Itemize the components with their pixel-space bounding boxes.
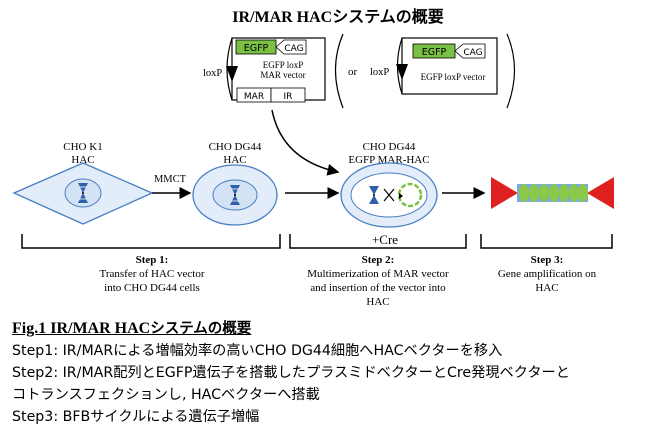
- step-3-line2: HAC: [535, 282, 558, 294]
- cre-label: +Cre: [372, 232, 398, 247]
- vector-2-name: EGFP loxP vector: [421, 72, 486, 82]
- vector-1-plasmid: EGFP CAG loxP EGFP loxP MAR vector MAR I…: [203, 37, 326, 103]
- mmct-label: MMCT: [154, 174, 187, 185]
- vector-1-name-line2: MAR vector: [260, 70, 305, 80]
- step-3-bracket: [480, 234, 613, 249]
- step-2-line1: Multimerization of MAR vector: [307, 268, 449, 280]
- step-3-line1: Gene amplification on: [498, 268, 597, 280]
- step-2-line2: and insertion of the vector into: [310, 282, 446, 294]
- hac-chromosome-icon-2: [230, 185, 240, 205]
- plasmid-circle-icon: [397, 182, 423, 208]
- cag-label: CAG: [284, 44, 303, 54]
- recombination-cross-icon: [383, 188, 395, 202]
- caption-line-step2-cont: コトランスフェクションし, HACベクターへ搭載: [12, 387, 320, 403]
- ir-label: IR: [284, 92, 293, 102]
- step-1-title: Step 1:: [136, 254, 169, 266]
- cho-k1-cell: [12, 162, 154, 225]
- diagram-title: IR/MAR HACシステムの概要: [232, 7, 444, 26]
- transfection-arrow: [271, 109, 340, 176]
- cho-k1-label-line1: CHO K1: [63, 141, 102, 153]
- mar-label: MAR: [244, 92, 264, 102]
- ir-box: [270, 87, 306, 103]
- caption-line-step2: Step2: IR/MAR配列とEGFP遺伝子を搭載したプラスミドベクターとCr…: [12, 365, 570, 381]
- or-label: or: [348, 66, 358, 78]
- cag-promoter-2: [454, 43, 486, 59]
- vector-1-name-line1: EGFP loxP: [263, 60, 303, 70]
- amplified-hac-icon: [491, 177, 614, 209]
- loxp-triangle: [226, 66, 238, 82]
- caption-line-step1: Step1: IR/MARによる増幅効率の高いCHO DG44細胞へHACベクタ…: [12, 343, 503, 359]
- loxp-label-2: loxP: [370, 67, 389, 78]
- cag-promoter: [275, 39, 307, 55]
- cho-dg44-mar-label-line1: CHO DG44: [363, 141, 416, 153]
- step-2-bracket: [289, 234, 467, 249]
- step-3-title: Step 3:: [531, 254, 564, 266]
- cho-k1-label-line2: HAC: [71, 154, 94, 166]
- egfp-label-2: EGFP: [422, 47, 447, 58]
- cho-dg44-label-line1: CHO DG44: [209, 141, 262, 153]
- cho-dg44-cell: [192, 164, 278, 226]
- caption-line-step3: Step3: BFBサイクルによる遺伝子増幅: [12, 409, 260, 425]
- step-2-title: Step 2:: [362, 254, 395, 266]
- step-1-line2: into CHO DG44 cells: [104, 282, 200, 294]
- step-2-line3: HAC: [366, 296, 389, 308]
- egfp-label: EGFP: [244, 43, 269, 54]
- hac-chromosome-icon-3: [369, 186, 379, 204]
- figure-caption: Fig.1 IR/MAR HACシステムの概要 Step1: IR/MARによる…: [12, 318, 667, 428]
- cho-dg44-mar-label-line2: EGFP MAR-HAC: [348, 154, 429, 166]
- cho-dg44-mar-cell: [340, 162, 438, 228]
- step-1-bracket: [21, 234, 281, 249]
- caption-title-en: Fig.1 IR/MAR HAC: [12, 320, 151, 337]
- caption-title-jp: システムの概要: [150, 321, 252, 337]
- left-paren: [334, 33, 344, 109]
- cho-dg44-label-line2: HAC: [223, 154, 246, 166]
- cag-label-2: CAG: [463, 48, 482, 58]
- hac-chromosome-icon: [78, 183, 88, 203]
- caption-title: Fig.1 IR/MAR HACシステムの概要: [12, 318, 667, 340]
- right-paren: [506, 33, 516, 109]
- step-1-line1: Transfer of HAC vector: [100, 268, 205, 280]
- vector-2-plasmid: EGFP CAG loxP EGFP loxP vector: [370, 37, 498, 95]
- loxp-label: loxP: [203, 68, 222, 79]
- loxp-triangle-2: [396, 64, 408, 80]
